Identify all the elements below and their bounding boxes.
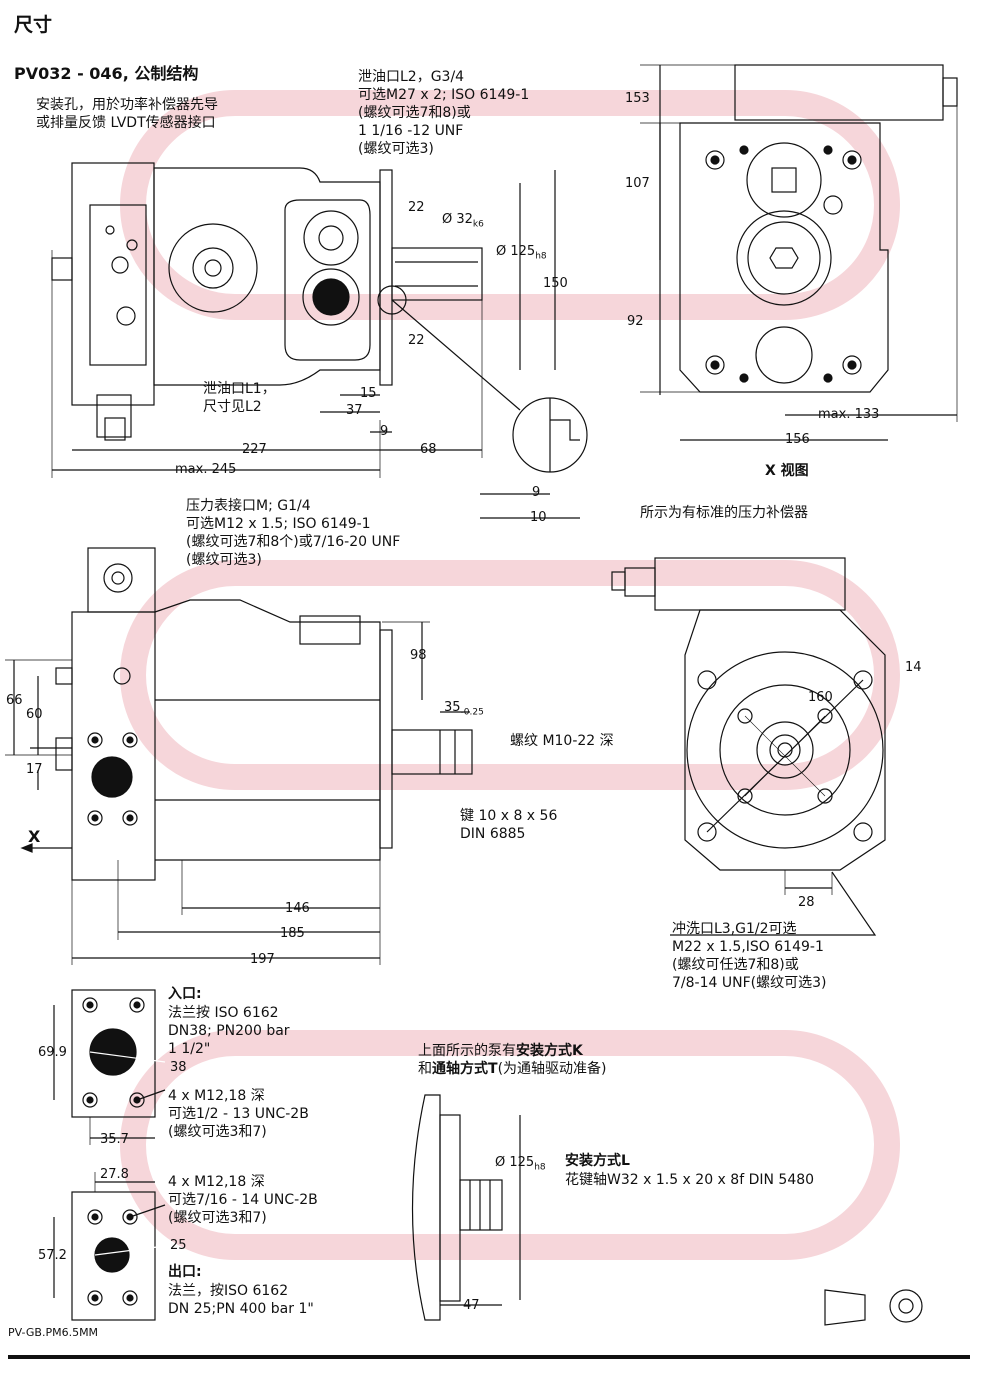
- dim-227: 227: [242, 442, 267, 457]
- dim-197: 197: [250, 952, 275, 967]
- dim-98: 98: [410, 648, 427, 663]
- dim-38: 38: [170, 1060, 187, 1075]
- x-view-label: X 视图: [765, 463, 809, 479]
- note-key: 键 10 x 8 x 56 DIN 6885: [460, 808, 558, 842]
- note-flush-port: 冲洗口L3,G1/2可选 M22 x 1.5,ISO 6149-1 (螺纹可任选…: [672, 921, 827, 991]
- dim-68: 68: [420, 442, 437, 457]
- mount-l-heading: 安装方式L: [565, 1153, 630, 1169]
- note-mount-hole: 安装孔，用於功率补偿器先导 或排量反馈 LVDT传感器接口: [36, 97, 218, 131]
- x-view-arrow-label: X: [28, 827, 41, 846]
- dim-detail-9: 9: [532, 485, 541, 500]
- note-drain-l1: 泄油口L1， 尺寸见L2: [203, 381, 276, 415]
- inlet-bolts: 4 x M12,18 深 可选1/2 - 13 UNC-2B (螺纹可选3和7): [168, 1088, 309, 1140]
- dim-37: 37: [346, 403, 363, 418]
- dim-185: 185: [280, 926, 305, 941]
- dim-125-mount: Ø 125h8: [495, 1155, 546, 1173]
- dim-153: 153: [625, 91, 650, 106]
- dim-57-2: 57.2: [38, 1248, 67, 1263]
- dim-146: 146: [285, 901, 310, 916]
- dim-150: 150: [543, 276, 568, 291]
- dim-22-bottom: 22: [408, 333, 425, 348]
- dim-9: 9: [380, 424, 389, 439]
- dim-156: 156: [785, 432, 810, 447]
- dim-14: 14: [905, 660, 922, 675]
- dim-22-top: 22: [408, 200, 425, 215]
- note-thread: 螺纹 M10-22 深: [510, 733, 614, 749]
- dim-35-7: 35.7: [100, 1132, 129, 1147]
- inlet-heading: 入口:: [168, 986, 202, 1002]
- page-subtitle: PV032 - 046, 公制结构: [14, 64, 199, 83]
- note-drain-l2: 泄油口L2，G3/4 可选M27 x 2; ISO 6149-1 (螺纹可选7和…: [358, 69, 530, 157]
- dim-15: 15: [360, 386, 377, 401]
- dim-47: 47: [463, 1298, 480, 1313]
- dim-25: 25: [170, 1238, 187, 1253]
- dim-17: 17: [26, 762, 43, 777]
- dim-detail-10: 10: [530, 510, 547, 525]
- dim-69-9: 69.9: [38, 1045, 67, 1060]
- dim-66: 66: [6, 693, 23, 708]
- page-title: 尺寸: [14, 14, 53, 36]
- dim-max245: max. 245: [175, 462, 237, 477]
- dim-107: 107: [625, 176, 650, 191]
- dim-32: Ø 32k6: [442, 212, 484, 230]
- dim-35: 35-0.25: [444, 700, 484, 718]
- dim-92: 92: [627, 314, 644, 329]
- outlet-spec: 法兰，按ISO 6162 DN 25;PN 400 bar 1": [168, 1283, 314, 1317]
- mount-spline: 花键轴W32 x 1.5 x 20 x 8f DIN 5480: [565, 1172, 815, 1188]
- dim-27-8: 27.8: [100, 1167, 129, 1182]
- dim-60: 60: [26, 707, 43, 722]
- note-gauge-port: 压力表接口M; G1/4 可选M12 x 1.5; ISO 6149-1 (螺纹…: [186, 498, 401, 568]
- mount-intro: 上面所示的泵有安装方式K 和通轴方式T(为通轴驱动准备): [418, 1043, 607, 1077]
- dim-max133: max. 133: [818, 407, 880, 422]
- footer-code: PV-GB.PM6.5MM: [8, 1326, 99, 1339]
- dim-160: 160: [808, 690, 833, 705]
- dim-28: 28: [798, 895, 815, 910]
- outlet-heading: 出口:: [168, 1264, 202, 1280]
- dim-125: Ø 125h8: [496, 244, 547, 262]
- outlet-bolts: 4 x M12,18 深 可选7/16 - 14 UNC-2B (螺纹可选3和7…: [168, 1174, 318, 1226]
- inlet-spec: 法兰按 ISO 6162 DN38; PN200 bar 1 1/2": [168, 1005, 290, 1057]
- note-standard-compensator: 所示为有标准的压力补偿器: [640, 505, 808, 521]
